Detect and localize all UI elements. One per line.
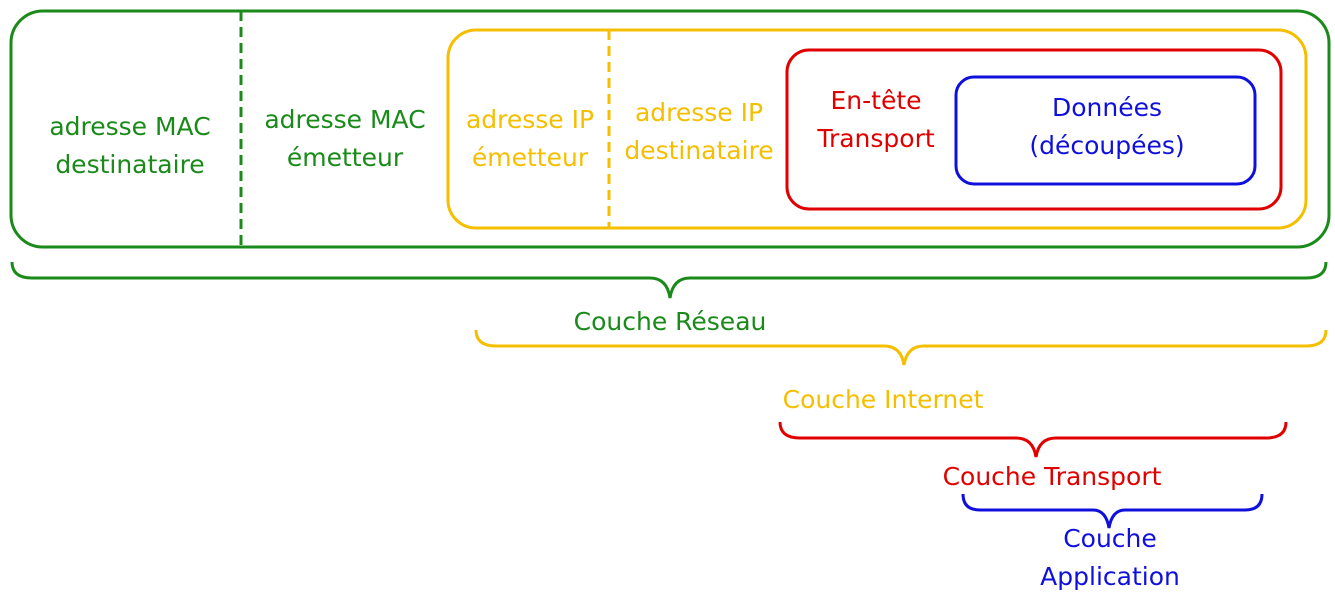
ip-destination-label: adresse IP destinataire xyxy=(624,98,774,165)
ip-source-label: adresse IP émetteur xyxy=(465,105,595,172)
network-layer-label: Couche Réseau xyxy=(573,307,767,336)
transport-layer-brace xyxy=(778,421,1288,458)
application-layer-label: Couche Application xyxy=(1040,524,1180,591)
mac-source-label: adresse MAC émetteur xyxy=(264,105,426,172)
data-label: Données (découpées) xyxy=(1029,93,1185,160)
transport-header-label: En-tête Transport xyxy=(817,86,935,153)
internet-layer-brace xyxy=(474,329,1328,366)
network-layer-brace xyxy=(10,261,1328,299)
internet-layer-label: Couche Internet xyxy=(782,385,984,414)
network-frame-box xyxy=(9,9,1331,249)
transport-layer-label: Couche Transport xyxy=(942,462,1162,491)
transport-segment-box xyxy=(785,48,1283,211)
internet-packet-box xyxy=(446,28,1308,230)
mac-destination-label: adresse MAC destinataire xyxy=(49,112,211,179)
application-data-box xyxy=(954,75,1257,186)
application-layer-brace xyxy=(961,493,1264,529)
